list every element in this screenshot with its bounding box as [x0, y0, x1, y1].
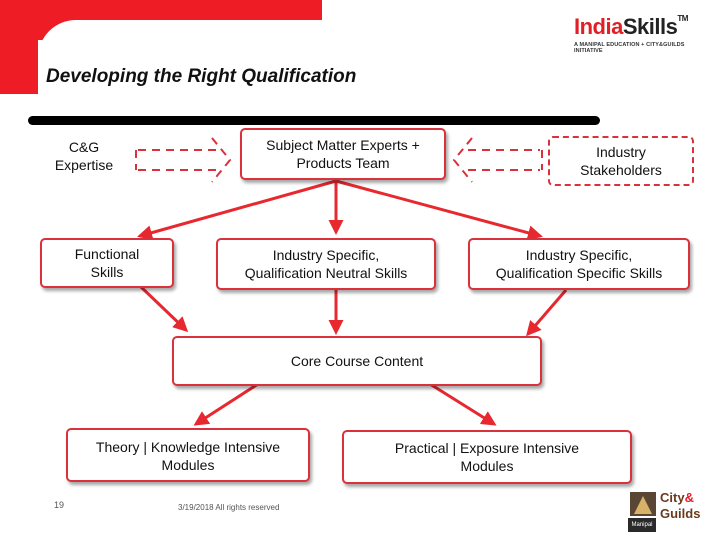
- arrow-to-functional: [137, 179, 337, 240]
- logo-tagline: A MANIPAL EDUCATION + CITY&GUILDS INITIA…: [574, 42, 685, 54]
- header-red-side: [0, 0, 38, 94]
- practical-modules-box: Practical | Exposure Intensive Modules: [342, 430, 632, 484]
- arrow-specific-to-core: [526, 289, 568, 337]
- functional-skills-box: Functional Skills: [40, 238, 174, 288]
- qualification-neutral-box: Industry Specific, Qualification Neutral…: [216, 238, 436, 290]
- sme-box: Subject Matter Experts + Products Team: [240, 128, 446, 180]
- industry-stakeholders-box: Industry Stakeholders: [548, 136, 694, 186]
- arrow-functional-to-core: [138, 284, 189, 333]
- theory-modules-box: Theory | Knowledge Intensive Modules: [66, 428, 310, 482]
- page-number: 19: [54, 500, 65, 510]
- cg-expertise-box: C&G Expertise: [38, 132, 130, 180]
- manipal-label: Manipal: [628, 518, 656, 532]
- arrow-core-to-practical: [429, 382, 497, 426]
- dashed-connector-left: [135, 137, 232, 183]
- footer-date: 3/19/2018 All rights reserved: [178, 503, 280, 512]
- arrow-to-specific: [335, 179, 543, 241]
- qualification-specific-box: Industry Specific, Qualification Specifi…: [468, 238, 690, 290]
- city-guilds-text: City& Guilds: [660, 490, 701, 521]
- indiaskills-logo: IndiaSkillsTM A MANIPAL EDUCATION + CITY…: [574, 14, 702, 60]
- page-title: Developing the Right Qualification: [46, 66, 357, 87]
- core-course-content-box: Core Course Content: [172, 336, 542, 386]
- dashed-connector-right: [452, 137, 543, 183]
- arrow-core-to-theory: [193, 382, 259, 426]
- manipal-emblem-icon: [630, 492, 656, 516]
- city-and-guilds-logo: Manipal City& Guilds: [626, 488, 714, 534]
- title-underline-bar: [28, 116, 600, 125]
